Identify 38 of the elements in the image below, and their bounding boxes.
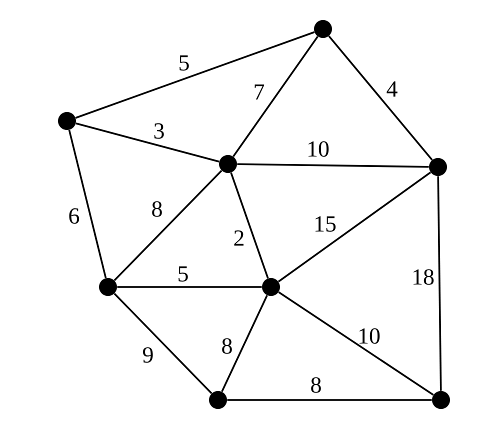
vertex-dot [429, 158, 447, 176]
edge-line [114, 292, 212, 394]
edge-line [221, 294, 268, 392]
edge-label: 9 [143, 347, 153, 363]
vertex-dot [58, 112, 76, 130]
vertex-dot [99, 278, 117, 296]
edge-label: 10 [308, 141, 329, 157]
edge-line [230, 172, 269, 279]
edge-label: 6 [69, 208, 80, 224]
edge-label: 7 [254, 84, 264, 100]
edge-line [278, 291, 434, 396]
edge-label: 5 [180, 55, 189, 71]
vertex-dot [432, 391, 450, 409]
edge-line [68, 130, 107, 278]
vertex-dot [209, 391, 227, 409]
edge-label: 10 [360, 328, 380, 344]
edge-line [75, 31, 315, 119]
edge-label: 18 [414, 269, 434, 285]
edge-line [227, 399, 432, 401]
edge-label: 8 [152, 201, 162, 217]
edge-label: 8 [222, 338, 232, 354]
edge-label: 3 [154, 123, 164, 139]
edge-label: 5 [178, 266, 188, 282]
edge-label: 4 [386, 81, 398, 97]
edge-line [76, 122, 220, 162]
vertex-dot [262, 278, 280, 296]
edge-label: 15 [316, 216, 336, 232]
edge-label: 8 [311, 377, 321, 393]
edge-line [437, 176, 442, 391]
vertex-dot [219, 155, 237, 173]
edge-line [114, 170, 222, 282]
edge-line [278, 172, 432, 282]
edge-line [117, 286, 262, 288]
vertex-dot [314, 20, 332, 38]
edge-line [232, 36, 318, 157]
edge-label: 2 [234, 230, 244, 246]
edge-line [237, 163, 429, 168]
edge-line [328, 36, 433, 161]
